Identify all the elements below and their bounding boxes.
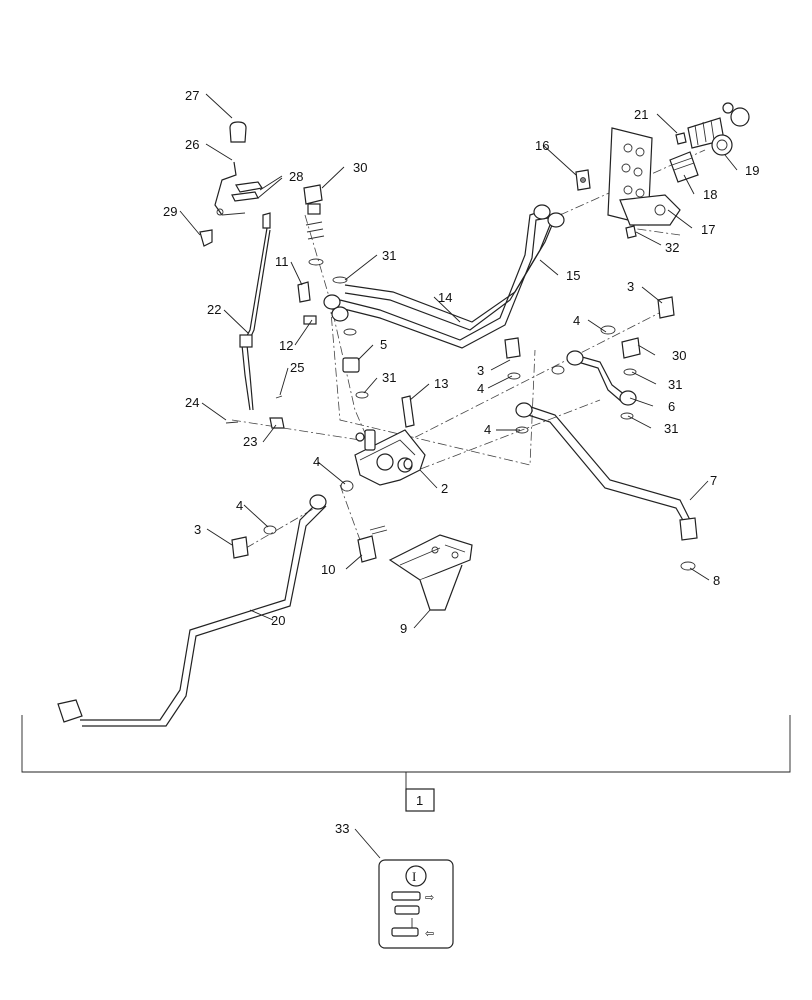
pipe-20: [57, 494, 327, 727]
callout-31d: 31: [664, 421, 678, 436]
callout-4d: 4: [313, 454, 320, 469]
pipe-7: [515, 402, 698, 571]
callout-23: 23: [243, 434, 257, 449]
callout-11: 11: [275, 254, 289, 269]
callout-3a: 3: [627, 279, 634, 294]
callout-15: 15: [566, 268, 580, 283]
coupler-plate: [575, 102, 750, 239]
callout-2: 2: [441, 481, 448, 496]
callout-22: 22: [207, 302, 221, 317]
callout-3b: 3: [477, 363, 484, 378]
leader-lines: [179, 93, 738, 859]
callout-8: 8: [713, 573, 720, 588]
assembly-box: [405, 788, 435, 812]
arrow-left-icon: ⇦: [425, 928, 434, 940]
callout-25: 25: [290, 360, 304, 375]
callout-21: 21: [634, 107, 648, 122]
left-fittings: [297, 281, 415, 492]
callout-24: 24: [185, 395, 199, 410]
callout-10: 10: [321, 562, 335, 577]
callout-18: 18: [703, 187, 717, 202]
callout-31b: 31: [382, 370, 396, 385]
callout-14: 14: [438, 290, 452, 305]
callout-4a: 4: [573, 313, 580, 328]
callout-20: 20: [271, 613, 285, 628]
spool-stack: [303, 184, 369, 399]
callout-30a: 30: [353, 160, 367, 175]
callout-9: 9: [400, 621, 407, 636]
callout-29: 29: [163, 204, 177, 219]
callout-33: 33: [335, 821, 349, 836]
callout-32: 32: [665, 240, 679, 255]
callout-17: 17: [701, 222, 715, 237]
callout-7: 7: [710, 473, 717, 488]
callout-6: 6: [668, 399, 675, 414]
callout-31c: 31: [668, 377, 682, 392]
assembly-bracket: [21, 715, 791, 812]
callout-26: 26: [185, 137, 199, 152]
callout-4c: 4: [484, 422, 491, 437]
info-icon: I: [412, 869, 416, 884]
callout-13: 13: [434, 376, 448, 391]
callout-3c: 3: [194, 522, 201, 537]
control-lever: [199, 121, 285, 429]
callout-4e: 4: [236, 498, 243, 513]
control-valve: [354, 429, 426, 486]
pipes-14-15: [323, 204, 565, 349]
callout-31a: 31: [382, 248, 396, 263]
kit-card-glyphs: I ⇨ ⇦: [412, 869, 434, 940]
arrow-right-icon: ⇨: [425, 892, 434, 904]
callout-28: 28: [289, 169, 303, 184]
callout-labels: 27 26 28 29 30 31 11 22 12 5 25 31 13 24…: [163, 88, 759, 836]
callout-30b: 30: [672, 348, 686, 363]
callout-4b: 4: [477, 381, 484, 396]
callout-12: 12: [279, 338, 293, 353]
pipe-6-assembly: [504, 296, 675, 434]
kit-card: [378, 859, 454, 949]
callout-27: 27: [185, 88, 199, 103]
mounting-bracket: [357, 525, 473, 611]
callout-19: 19: [745, 163, 759, 178]
callout-1: 1: [416, 793, 423, 808]
callout-5: 5: [380, 337, 387, 352]
callout-16: 16: [535, 138, 549, 153]
